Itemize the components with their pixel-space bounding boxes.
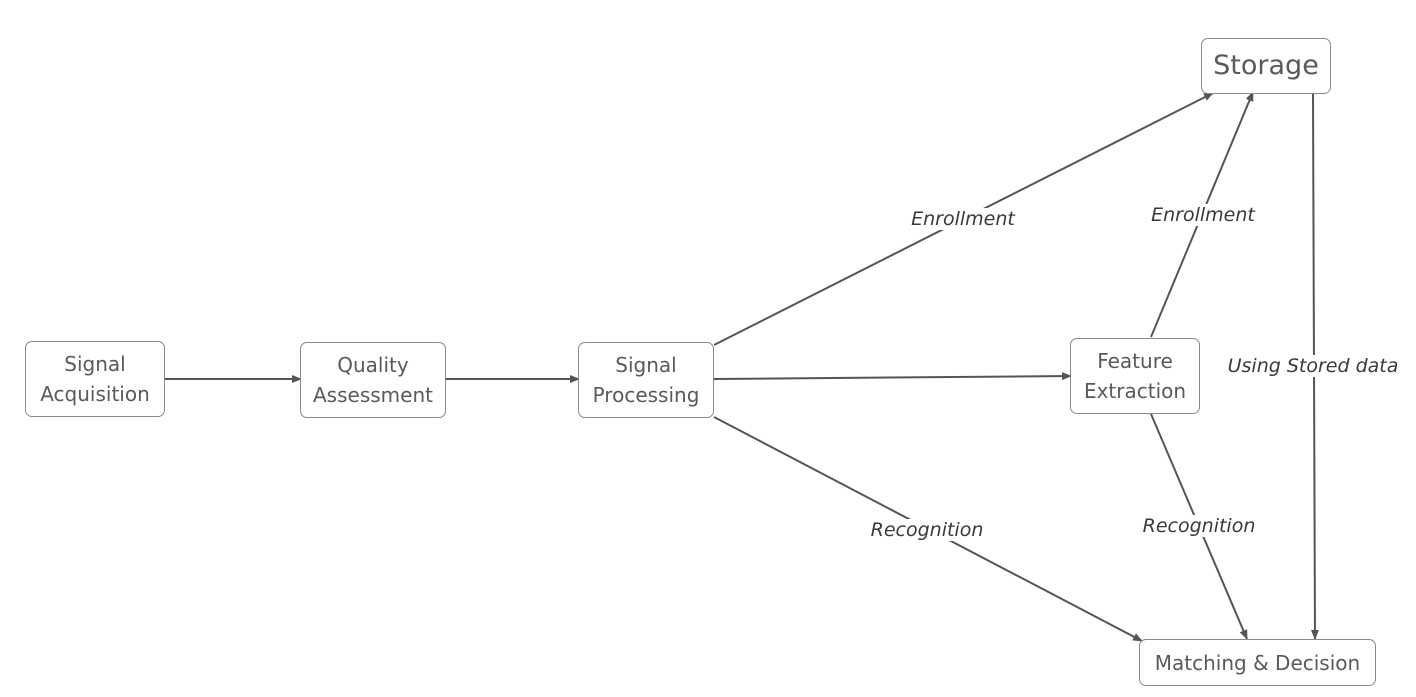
node-feature-extraction[interactable]: Feature Extraction bbox=[1070, 338, 1200, 414]
node-matching-decision[interactable]: Matching & Decision bbox=[1139, 639, 1376, 686]
node-quality-assessment[interactable]: Quality Assessment bbox=[300, 342, 446, 418]
node-matching-decision-label: Matching & Decision bbox=[1154, 650, 1361, 675]
edge-label-extraction-to-matching: Recognition bbox=[1140, 515, 1258, 537]
node-feature-extraction-label: Feature Extraction bbox=[1083, 349, 1187, 403]
node-storage-label: Storage bbox=[1213, 50, 1319, 81]
node-storage[interactable]: Storage bbox=[1201, 38, 1331, 94]
edge-label-processing-to-storage: Enrollment bbox=[909, 208, 1017, 230]
edge-label-extraction-to-storage: Enrollment bbox=[1149, 204, 1257, 226]
node-signal-acquisition[interactable]: Signal Acquisition bbox=[25, 341, 165, 417]
edge-processing-to-extraction bbox=[713, 372, 1072, 381]
edge-label-processing-to-matching: Recognition bbox=[868, 519, 986, 541]
node-quality-assessment-label: Quality Assessment bbox=[313, 353, 433, 407]
node-signal-acquisition-label: Signal Acquisition bbox=[40, 352, 150, 406]
node-signal-processing-label: Signal Processing bbox=[592, 353, 700, 407]
node-signal-processing[interactable]: Signal Processing bbox=[578, 342, 714, 418]
edge-label-storage-to-matching: Using Stored data bbox=[1225, 355, 1401, 377]
